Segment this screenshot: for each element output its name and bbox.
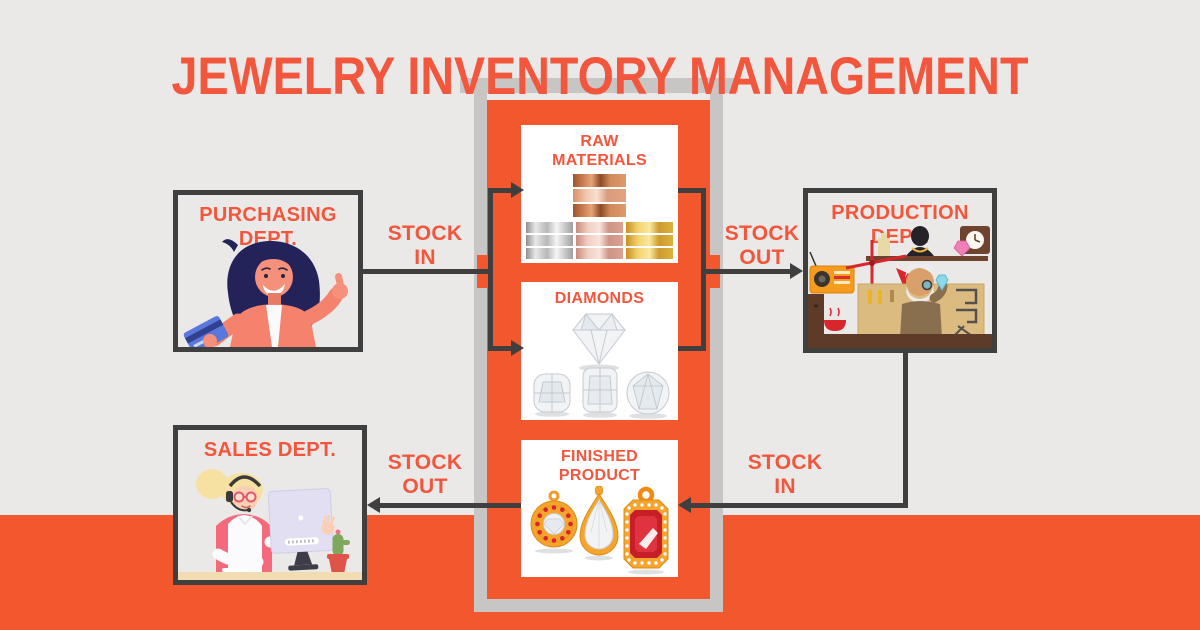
purchasing-dept-box: PURCHASING DEPT. xyxy=(173,190,363,352)
pillar-right-side xyxy=(710,93,723,599)
store-in-connector xyxy=(488,188,493,351)
sales-dept-box: SALES DEPT. xyxy=(173,425,367,585)
pendants-icon xyxy=(530,486,669,575)
arrow-purchasing-to-store-line xyxy=(363,269,490,274)
arrow-into-diamonds-line xyxy=(493,346,512,351)
sales-dept-title: SALES DEPT. xyxy=(203,439,337,461)
stock-out-label-top: STOCK OUT xyxy=(724,222,800,269)
arrow-store-to-sales-line xyxy=(380,503,521,508)
raw-materials-card: RAW MATERIALS xyxy=(521,125,678,263)
purchasing-woman-illustration xyxy=(183,239,348,347)
arrow-store-to-production-head xyxy=(790,263,803,279)
diamonds-card: DIAMONDS xyxy=(521,282,678,420)
stock-out-label-bottom: STOCK OUT xyxy=(387,451,463,498)
stock-in-label-bottom: STOCK IN xyxy=(747,451,823,498)
pillar-top-cap xyxy=(460,78,738,93)
arrow-into-raw-materials-line xyxy=(493,188,512,193)
page-title: JEWELRY INVENTORY MANAGEMENT xyxy=(171,46,1029,106)
jeweler-workbench-illustration xyxy=(808,226,992,348)
arrow-into-diamonds-head xyxy=(511,340,524,356)
production-dept-box: PRODUCTION DEPT. xyxy=(803,188,997,353)
arrow-store-to-sales-head xyxy=(367,497,380,513)
arrow-production-to-store-line xyxy=(691,503,908,508)
sales-agent-illustration xyxy=(178,469,362,580)
metal-bars-icon xyxy=(526,174,673,259)
arrow-into-raw-materials-head xyxy=(511,182,524,198)
stock-in-label-top: STOCK IN xyxy=(387,222,463,269)
diamonds-title: DIAMONDS xyxy=(554,290,645,307)
diamonds-out-stub xyxy=(678,346,706,351)
raw-materials-out-stub xyxy=(678,188,706,193)
arrow-store-to-production-line xyxy=(703,269,791,274)
finished-product-card: FINISHED PRODUCT xyxy=(521,440,678,577)
raw-materials-title: RAW MATERIALS xyxy=(552,133,647,169)
finished-product-title: FINISHED PRODUCT xyxy=(558,448,641,484)
arrow-production-to-store-head xyxy=(678,497,691,513)
diamonds-icon xyxy=(533,312,670,419)
pillar-left-side xyxy=(474,93,487,599)
production-down-line xyxy=(903,353,908,508)
pillar-bottom-cap xyxy=(474,599,723,612)
